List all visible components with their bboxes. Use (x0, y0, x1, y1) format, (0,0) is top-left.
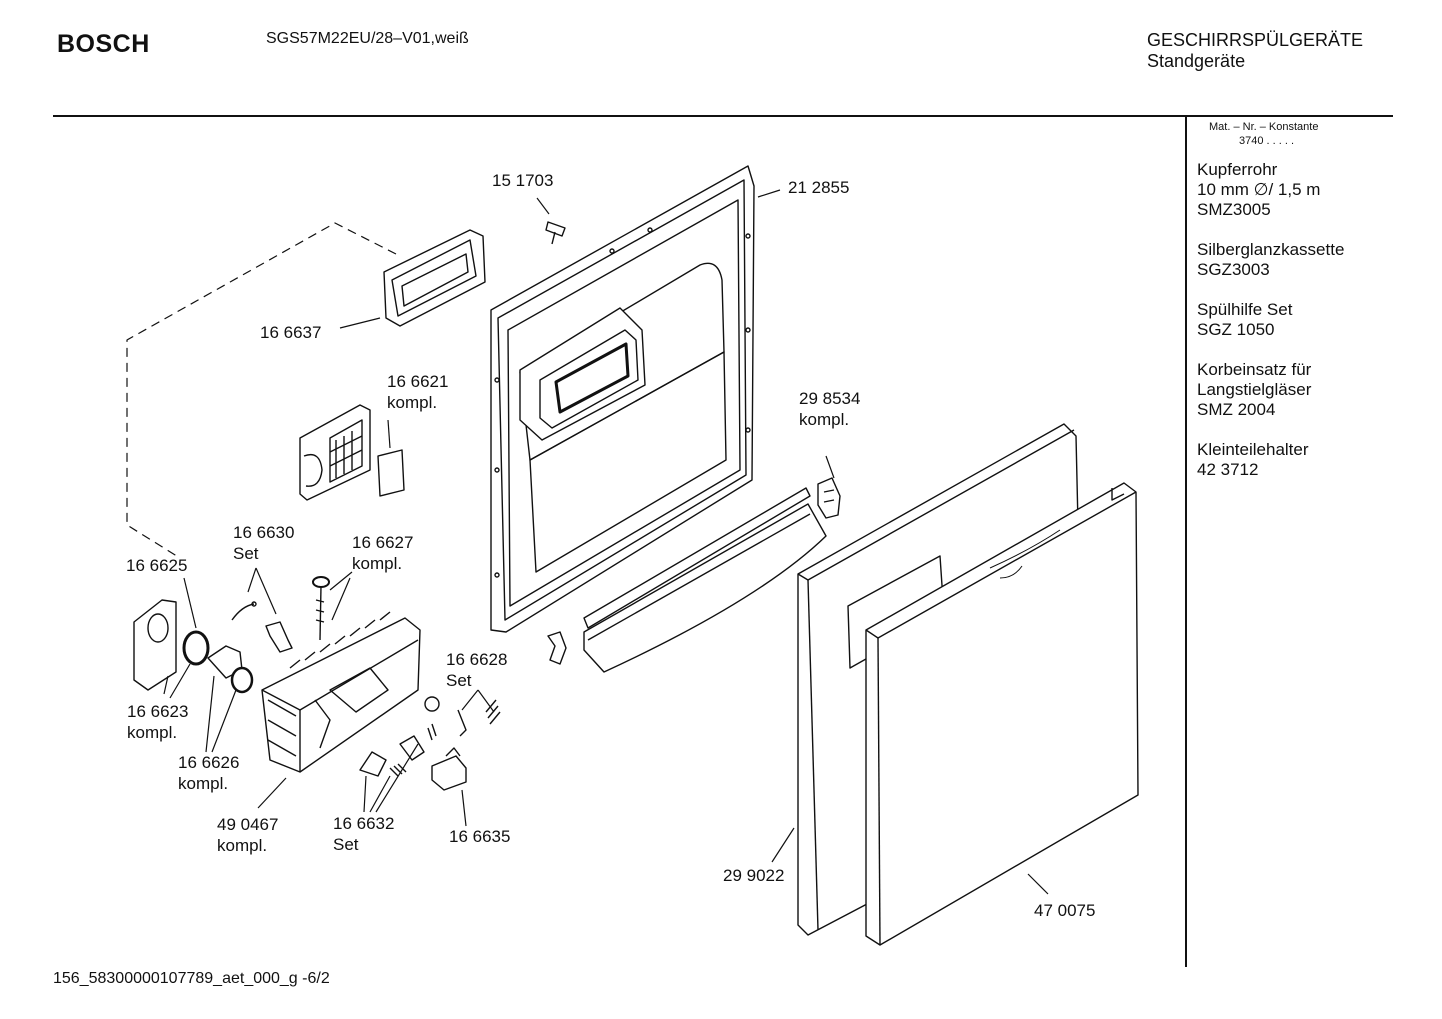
part-label-166626: 16 6626 kompl. (178, 752, 239, 794)
screw-part (545, 221, 566, 245)
accessory-item: Kupferrohr 10 mm ∅/ 1,5 m SMZ3005 (1197, 160, 1344, 220)
accessory-name: Kleinteilehalter (1197, 440, 1309, 459)
category-line-2: Standgeräte (1147, 51, 1246, 71)
part-number: 16 6621 (387, 372, 449, 391)
part-note: kompl. (352, 554, 403, 573)
part-note: kompl. (127, 723, 178, 742)
leader-lines (163, 189, 1049, 895)
filter-assembly (299, 404, 405, 501)
assembly-guide-dashed (126, 222, 397, 559)
accessory-name: Korbeinsatz für (1197, 360, 1312, 379)
part-number: 16 6630 (233, 523, 295, 542)
accessory-code: SMZ 2004 (1197, 400, 1276, 419)
part-label-166625: 16 6625 (126, 555, 187, 576)
header-divider (53, 115, 1393, 117)
accessory-name: Kupferrohr (1197, 160, 1278, 179)
part-note: kompl. (217, 836, 268, 855)
part-number: 47 0075 (1034, 901, 1096, 920)
part-label-299022: 29 9022 (723, 865, 784, 886)
part-label-166621: 16 6621 kompl. (387, 371, 448, 413)
part-note: Set (333, 835, 359, 854)
model-number: SGS57M22EU/28–V01,weiß (266, 30, 469, 47)
part-label-166623: 16 6623 kompl. (127, 701, 188, 743)
part-label-166637: 16 6637 (260, 322, 321, 343)
accessory-spec: 10 mm ∅/ 1,5 m (1197, 180, 1321, 199)
accessory-item: Spülhilfe Set SGZ 1050 (1197, 300, 1344, 340)
part-number: 29 8534 (799, 389, 861, 408)
part-label-298534: 29 8534 kompl. (799, 388, 860, 430)
sidebar-divider (1185, 117, 1187, 967)
inner-door-panel (490, 165, 755, 633)
accessory-code: SGZ3003 (1197, 260, 1270, 279)
part-note: Set (233, 544, 259, 563)
part-note: kompl. (799, 410, 850, 429)
part-number: 16 6627 (352, 533, 414, 552)
document-code: 156_58300000107789_aet_000_g -6/2 (53, 970, 330, 987)
brand-logo: BOSCH (57, 30, 150, 58)
accessory-name-cont: Langstielgläser (1197, 380, 1312, 399)
part-number: 16 6637 (260, 323, 322, 342)
control-housing (261, 611, 421, 773)
knob-part (207, 645, 254, 694)
sidebar-header-label: Mat. – Nr. – Konstante (1209, 121, 1319, 133)
door-front-panel (865, 482, 1139, 946)
category-line-1: GESCHIRRSPÜLGERÄTE (1147, 30, 1364, 50)
part-label-166628: 16 6628 Set (446, 649, 507, 691)
part-note: Set (446, 671, 472, 690)
part-number: 15 1703 (492, 171, 554, 190)
accessory-name: Silberglanzkassette (1197, 240, 1345, 259)
accessory-code: 42 3712 (1197, 460, 1259, 479)
hinge-part (817, 477, 841, 519)
seal-ring (182, 630, 210, 666)
part-label-166630: 16 6630 Set (233, 522, 294, 564)
latch-set (359, 723, 437, 777)
part-label-212855: 21 2855 (788, 177, 849, 198)
switch-part (431, 747, 467, 791)
sidebar-header: Mat. – Nr. – Konstante 3740 . . . . . (1209, 120, 1318, 148)
accessory-item: Silberglanzkassette SGZ3003 (1197, 240, 1344, 280)
part-note: kompl. (178, 774, 229, 793)
part-number: 16 6632 (333, 814, 395, 833)
part-number: 16 6626 (178, 753, 240, 772)
part-label-166627: 16 6627 kompl. (352, 532, 413, 574)
part-number: 49 0467 (217, 815, 279, 834)
accessory-name: Spülhilfe Set (1197, 300, 1293, 319)
part-label-151703: 15 1703 (492, 170, 553, 191)
gasket-frame (383, 229, 486, 327)
bottom-rail (547, 487, 827, 673)
part-label-166632: 16 6632 Set (333, 813, 394, 855)
spring-set (424, 696, 501, 737)
part-note: kompl. (387, 393, 438, 412)
accessory-code: SGZ 1050 (1197, 320, 1275, 339)
part-label-166635: 16 6635 (449, 826, 510, 847)
category-title: GESCHIRRSPÜLGERÄTE Standgeräte (1147, 30, 1363, 72)
accessory-list: Kupferrohr 10 mm ∅/ 1,5 m SMZ3005 Silber… (1197, 160, 1344, 500)
sidebar-header-value: 3740 . . . . . (1239, 135, 1295, 147)
part-label-470075: 47 0075 (1034, 900, 1095, 921)
accessory-code: SMZ3005 (1197, 200, 1271, 219)
part-number: 16 6635 (449, 827, 511, 846)
accessory-item: Korbeinsatz für Langstielgläser SMZ 2004 (1197, 360, 1344, 420)
pin-part (312, 576, 330, 641)
part-number: 16 6628 (446, 650, 508, 669)
accessory-item: Kleinteilehalter 42 3712 (1197, 440, 1344, 480)
part-number: 21 2855 (788, 178, 850, 197)
part-label-490467: 49 0467 kompl. (217, 814, 278, 856)
part-number: 16 6623 (127, 702, 189, 721)
handle-cover (133, 599, 177, 691)
lever-set (231, 601, 293, 653)
part-number: 16 6625 (126, 556, 188, 575)
part-number: 29 9022 (723, 866, 785, 885)
